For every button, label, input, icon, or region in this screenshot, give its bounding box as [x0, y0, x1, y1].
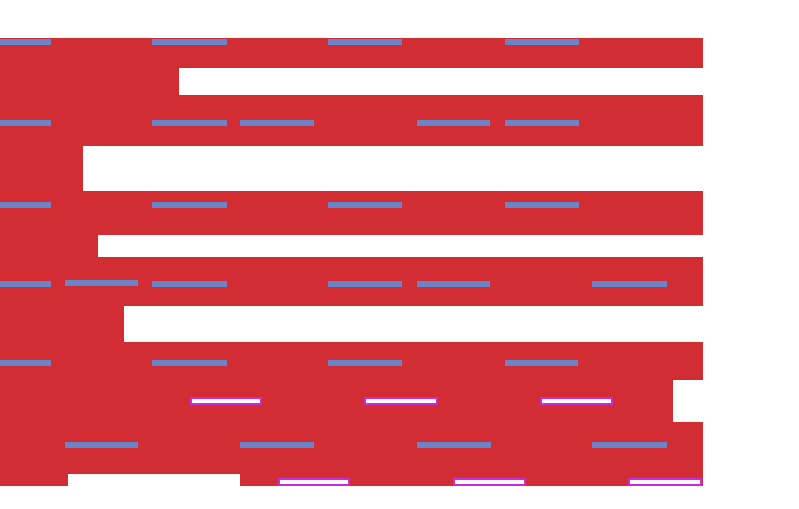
magenta-outline-bar	[540, 397, 613, 405]
magenta-outline-bar	[453, 478, 526, 486]
blue-highlight-bar	[328, 281, 402, 287]
magenta-outline-bar	[628, 478, 702, 486]
red-content-block	[0, 38, 703, 486]
blue-highlight-bar	[505, 360, 578, 366]
blue-highlight-bar	[152, 281, 227, 287]
blue-highlight-bar	[0, 120, 51, 126]
blue-highlight-bar	[505, 120, 579, 126]
blue-highlight-bar	[417, 120, 490, 126]
white-gap	[179, 68, 703, 95]
blue-highlight-bar	[0, 360, 51, 366]
white-gap	[98, 235, 703, 257]
blue-highlight-bar	[417, 281, 490, 287]
blue-highlight-bar	[65, 280, 138, 286]
blue-highlight-bar	[0, 202, 51, 208]
magenta-outline-bar	[190, 397, 262, 405]
blue-highlight-bar	[240, 120, 314, 126]
blue-highlight-bar	[417, 442, 491, 448]
blue-highlight-bar	[152, 360, 227, 366]
blue-highlight-bar	[592, 281, 667, 287]
blue-highlight-bar	[328, 202, 402, 208]
blue-highlight-bar	[152, 202, 227, 208]
magenta-outline-bar	[278, 478, 350, 486]
white-gap	[83, 146, 703, 191]
blue-highlight-bar	[240, 442, 314, 448]
blue-highlight-bar	[592, 442, 667, 448]
blue-highlight-bar	[505, 202, 579, 208]
blue-highlight-bar	[152, 39, 227, 45]
blue-highlight-bar	[0, 39, 51, 45]
blue-highlight-bar	[328, 360, 402, 366]
blue-highlight-bar	[328, 39, 402, 45]
magenta-outline-bar	[364, 397, 438, 405]
blue-highlight-bar	[0, 281, 51, 287]
blue-highlight-bar	[65, 442, 138, 448]
white-gap	[124, 306, 703, 342]
white-gap	[68, 474, 240, 486]
blue-highlight-bar	[505, 39, 579, 45]
white-gap	[673, 380, 703, 422]
blue-highlight-bar	[152, 120, 227, 126]
